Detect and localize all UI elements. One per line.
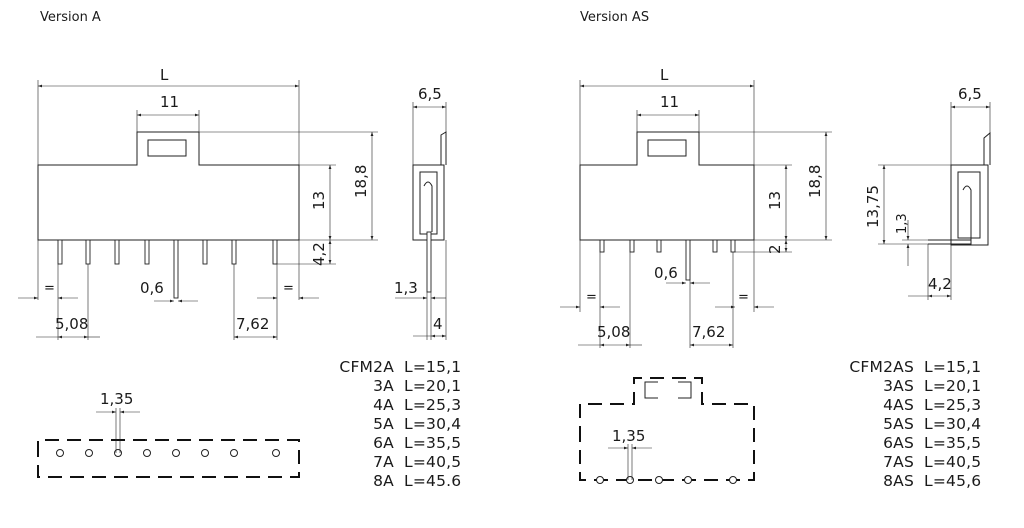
version-as-drawing: Version AS L 11 — [560, 10, 991, 490]
table-as-model-6: 8AS — [883, 472, 914, 490]
dim-pinlen-as: 2 — [766, 244, 784, 254]
dim-body-as: 13 — [766, 191, 784, 210]
table-as-model-5: 7AS — [883, 453, 914, 471]
version-a-drawing: Version A L — [18, 10, 461, 490]
table-a-length-2: L=25,3 — [404, 396, 461, 414]
dim-L-as: L — [660, 66, 669, 84]
version-a-footprint: 1,35 — [37, 390, 300, 478]
dim-sideoff-a: 4 — [433, 315, 443, 333]
table-a-length-0: L=15,1 — [404, 358, 461, 376]
dim-height-as: 18,8 — [806, 165, 824, 198]
table-as-length-1: L=20,1 — [924, 377, 981, 395]
dim-latch-a: 11 — [160, 93, 179, 111]
table-as-model-2: 4AS — [883, 396, 914, 414]
table-a-model-4: 6A — [373, 434, 394, 452]
dim-body-a: 13 — [310, 191, 328, 210]
table-as-model-3: 5AS — [883, 415, 914, 433]
dim-sideh-as: 13,75 — [864, 185, 882, 228]
table-a-length-4: L=35,5 — [404, 434, 461, 452]
table-a-length-6: L=45.6 — [404, 472, 461, 490]
table-as-length-2: L=25,3 — [924, 396, 981, 414]
dim-sidepin-a: 1,3 — [394, 279, 418, 297]
table-a-model-3: 5A — [373, 415, 394, 433]
table-a-length-5: L=40,5 — [404, 453, 461, 471]
dim-latch-as: 11 — [660, 93, 679, 111]
dim-sidew-as: 6,5 — [958, 85, 982, 103]
dim-gap-as: 7,62 — [692, 323, 725, 341]
table-a-model-6: 8A — [373, 472, 394, 490]
dim-hole-as: 1,35 — [612, 427, 645, 445]
version-a-front-view: L 11 18,8 13 4,2 = — [18, 66, 378, 340]
version-as-pins — [599, 239, 736, 281]
dim-pinw-a: 0,6 — [140, 279, 164, 297]
table-as-model-1: 3AS — [883, 377, 914, 395]
dim-gap-a: 7,62 — [236, 315, 269, 333]
dim-height-a: 18,8 — [352, 165, 370, 198]
table-as-model-0: CFM2AS — [849, 358, 914, 376]
dim-sidew-a: 6,5 — [418, 85, 442, 103]
table-as-model-4: 6AS — [883, 434, 914, 452]
dim-pinw-as: 0,6 — [654, 264, 678, 282]
dim-pitch-a: 5,08 — [55, 315, 88, 333]
dim-pinlen-a: 4,2 — [310, 242, 328, 266]
dim-eq-right-a: = — [283, 281, 294, 296]
table-as-length-0: L=15,1 — [924, 358, 981, 376]
table-as-length-6: L=45,6 — [924, 472, 981, 490]
version-a-table: CFM2A L=15,1 3A L=20,1 4A L=25,3 5A L=30… — [339, 358, 461, 490]
version-a-side-view: 6,5 1,3 4 — [394, 85, 447, 340]
version-as-side-view: 6,5 13,75 1,3 4,2 — [864, 85, 991, 300]
version-as-footprint: 1,35 — [579, 377, 755, 484]
dim-L-a: L — [160, 66, 169, 84]
dim-hole-a: 1,35 — [100, 390, 133, 408]
dim-sidepin-as: 1,3 — [895, 213, 910, 234]
version-as-front-view: L 11 18,8 13 2 = — [560, 66, 832, 348]
dim-eq-left-a: = — [44, 281, 55, 296]
table-as-length-4: L=35,5 — [924, 434, 981, 452]
table-a-model-2: 4A — [373, 396, 394, 414]
version-a-title: Version A — [40, 10, 101, 25]
table-a-length-1: L=20,1 — [404, 377, 461, 395]
dim-pitch-as: 5,08 — [597, 323, 630, 341]
table-as-length-5: L=40,5 — [924, 453, 981, 471]
table-a-length-3: L=30,4 — [404, 415, 461, 433]
version-as-table: CFM2AS L=15,1 3AS L=20,1 4AS L=25,3 5AS … — [849, 358, 981, 490]
table-a-model-5: 7A — [373, 453, 394, 471]
version-a-pins — [57, 239, 278, 299]
version-a-holes — [56, 449, 280, 457]
version-as-title: Version AS — [580, 10, 649, 25]
dim-sideoff-as: 4,2 — [928, 275, 952, 293]
table-a-model-0: CFM2A — [339, 358, 394, 376]
table-a-model-1: 3A — [373, 377, 394, 395]
dim-eq-right-as: = — [738, 290, 749, 305]
table-as-length-3: L=30,4 — [924, 415, 981, 433]
dim-eq-left-as: = — [586, 290, 597, 305]
